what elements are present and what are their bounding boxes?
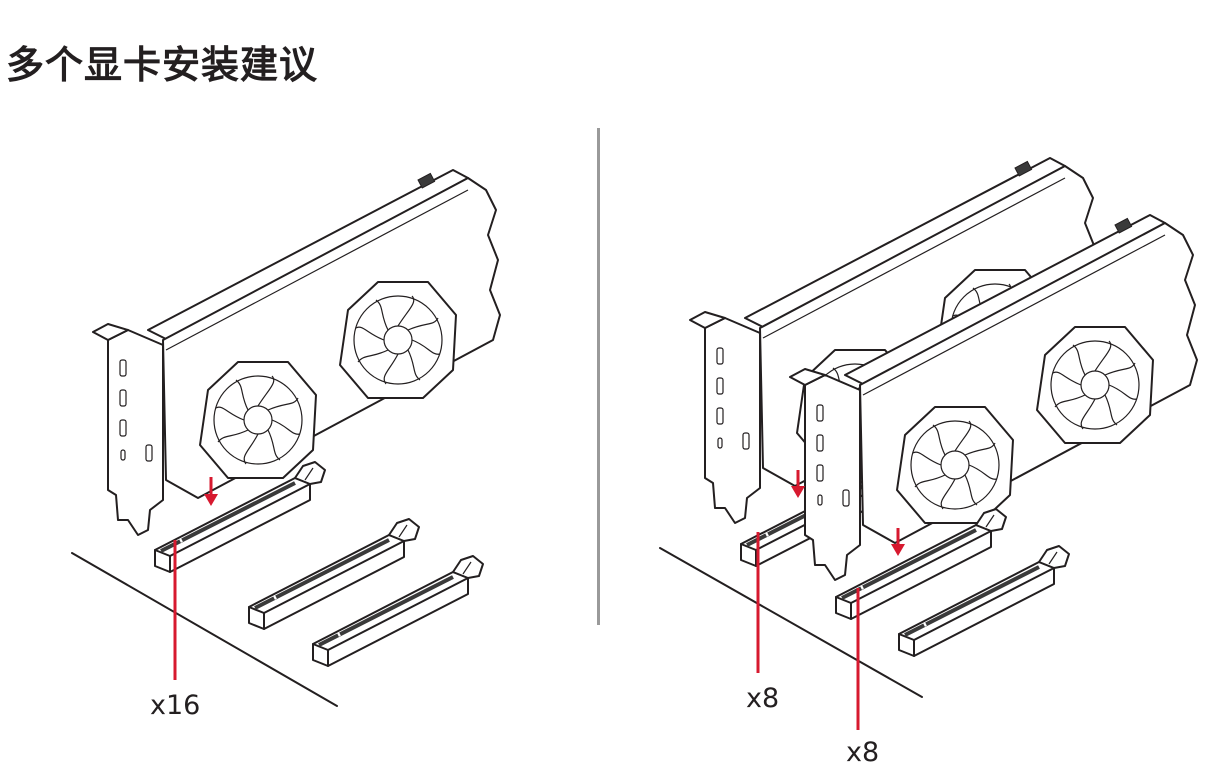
left-diagram	[71, 170, 500, 707]
right-diagram	[659, 158, 1197, 730]
insert-arrow-icon	[891, 528, 905, 556]
slot-label-x16: x16	[150, 690, 201, 721]
insert-arrow-icon	[204, 477, 218, 506]
insert-arrow-icon	[791, 470, 805, 498]
motherboard-edge	[659, 547, 923, 698]
motherboard-edge	[71, 552, 338, 707]
slot-label-x8-b: x8	[846, 737, 880, 768]
diagram-divider	[597, 128, 600, 625]
slot-label-x8-a: x8	[746, 683, 780, 714]
page-title: 多个显卡安装建议	[6, 43, 319, 87]
